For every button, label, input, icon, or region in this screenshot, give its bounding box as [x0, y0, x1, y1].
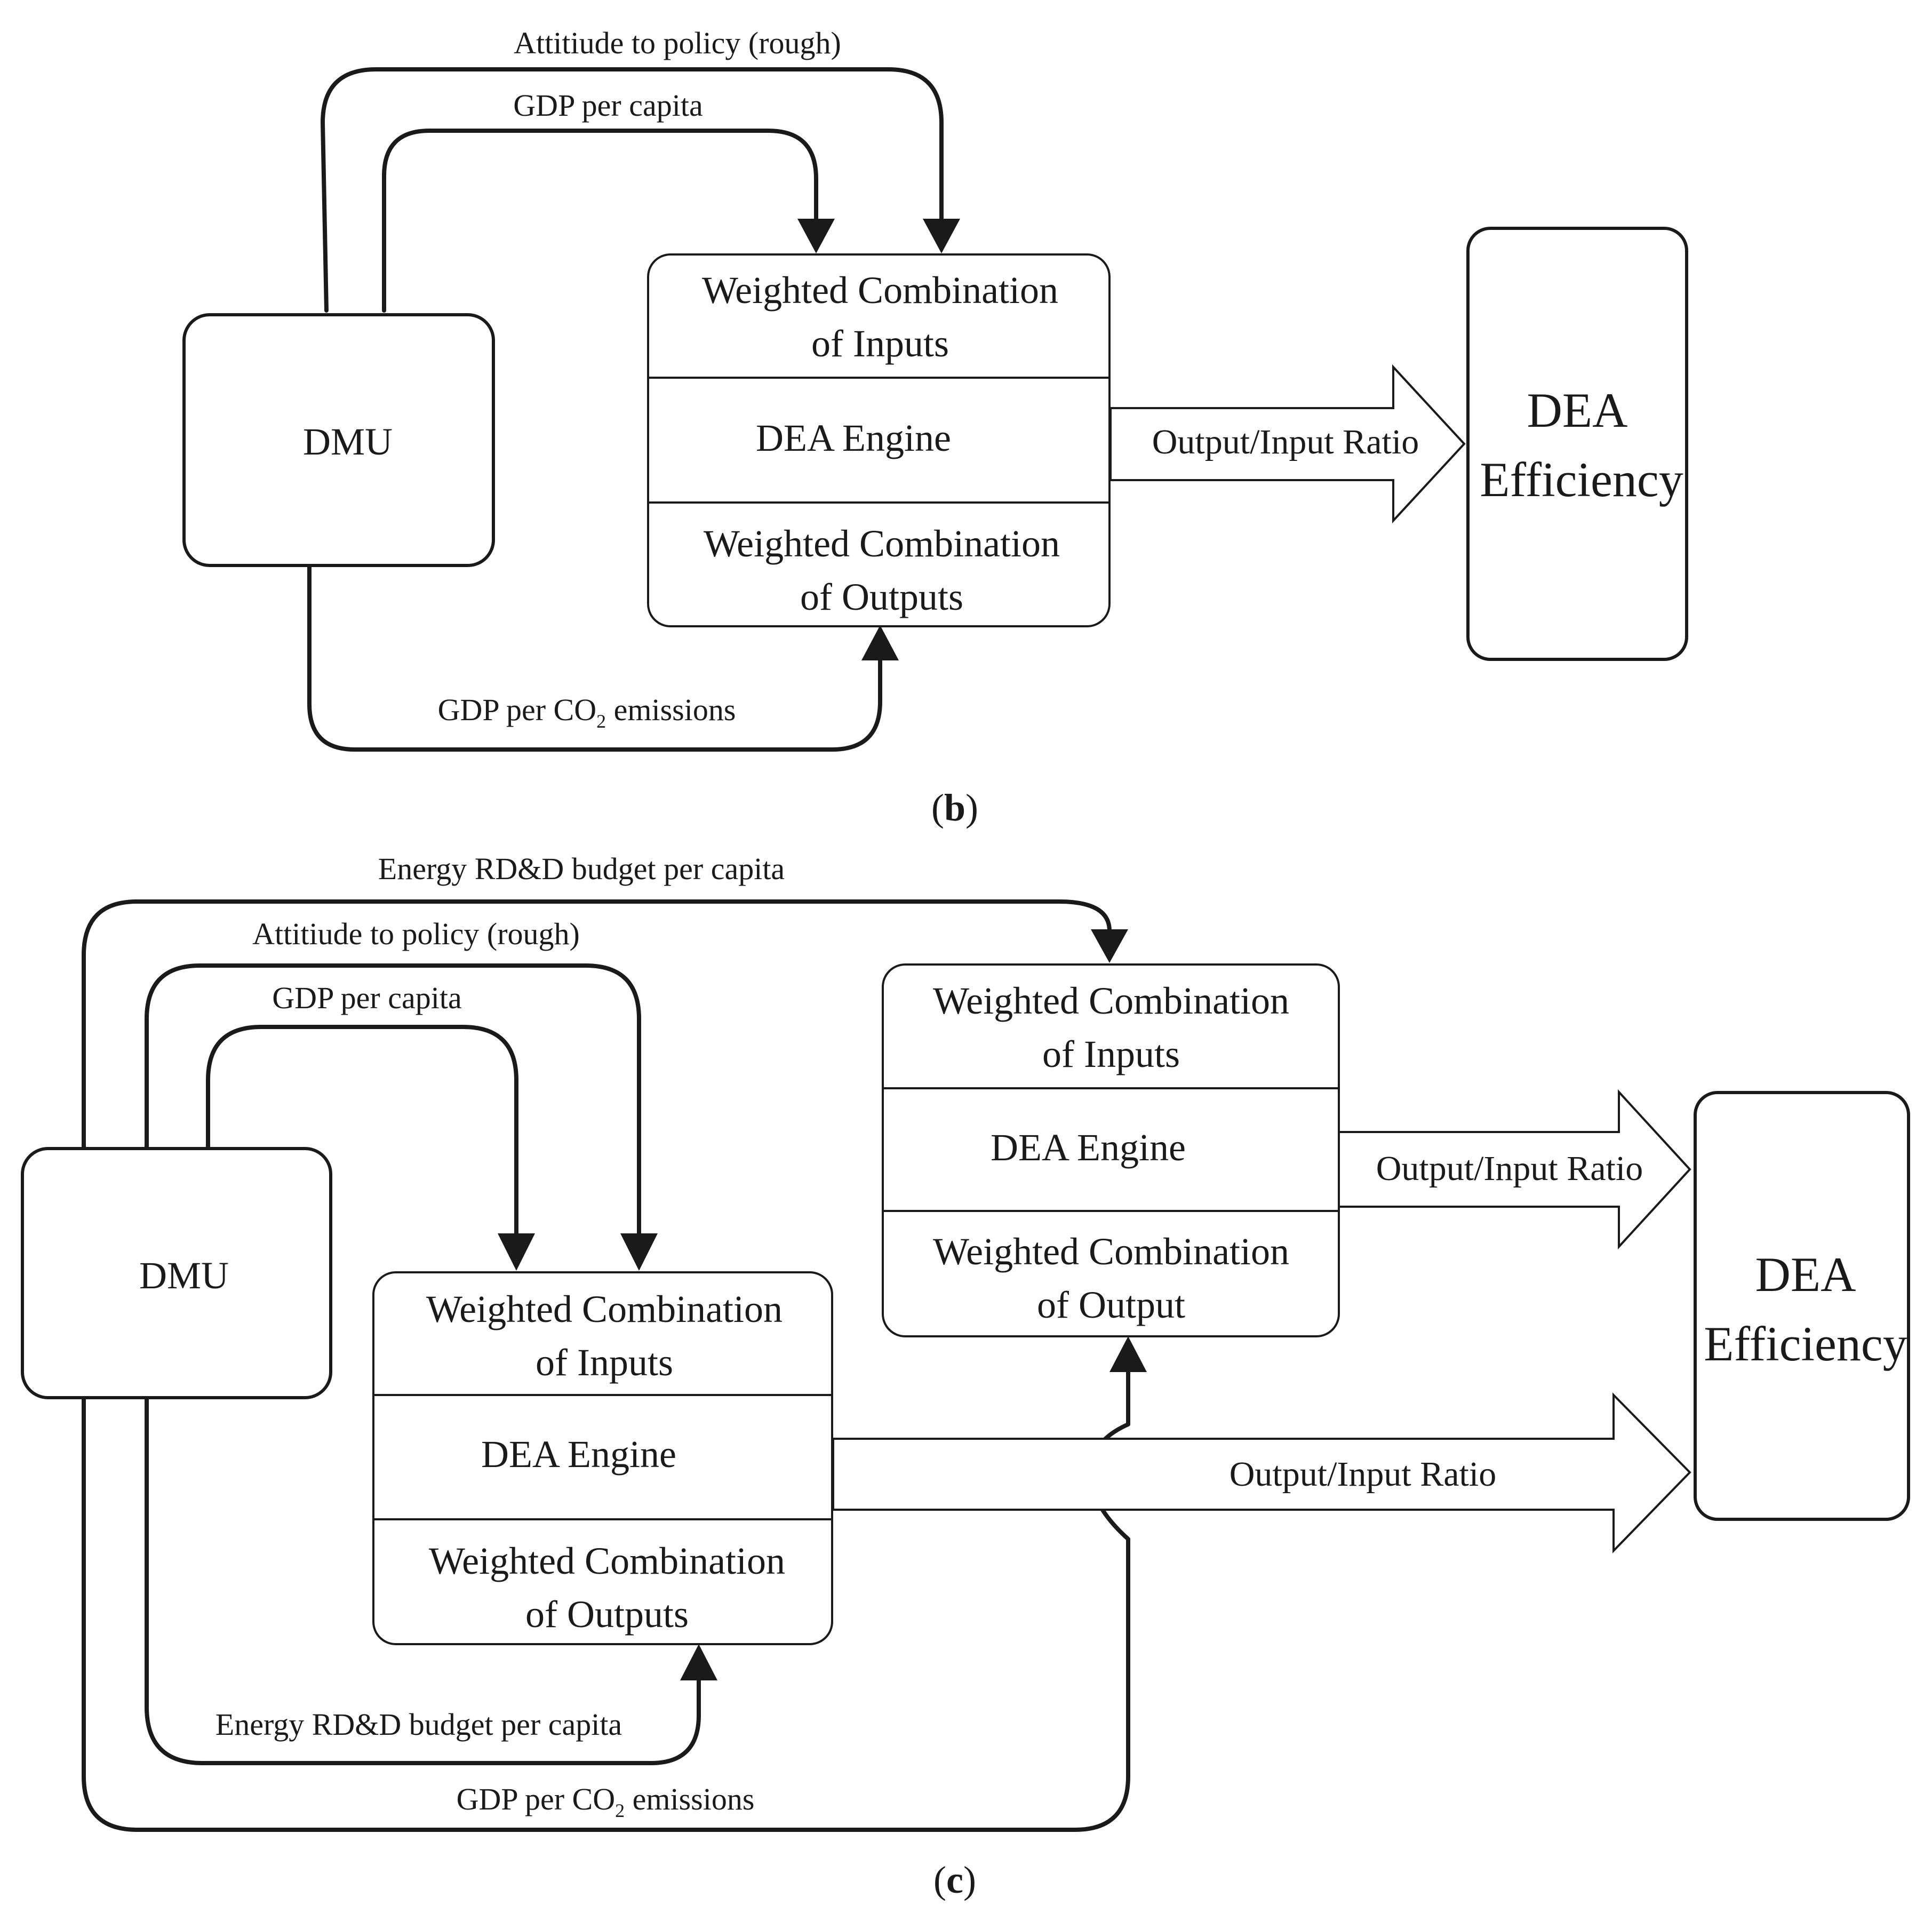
c-attitude-connector	[145, 963, 641, 1240]
c-efficiency-line2: Efficiency	[1704, 1317, 1907, 1371]
b-engine-inputs-line2: of Inputs	[811, 322, 949, 365]
c-ratio-label-1: Output/Input Ratio	[1230, 1455, 1496, 1494]
c-efficiency-box	[1694, 1091, 1910, 1521]
b-efficiency-box	[1466, 227, 1688, 661]
b-gdpco2-arrowhead	[861, 625, 899, 660]
b-gdp-label: GDP per capita	[513, 88, 702, 123]
b-engine-outputs-line1: Weighted Combination	[704, 522, 1060, 565]
c-attitude-label: Attitiude to policy (rough)	[252, 916, 580, 951]
b-attitude-connector	[321, 67, 944, 313]
b-efficiency-line1: DEA	[1527, 383, 1627, 437]
b-gdp-arrowhead	[797, 219, 835, 253]
b-gdp-connector	[382, 129, 818, 313]
c-engine2-inputs-line2: of Inputs	[1042, 1033, 1180, 1075]
c-dmu-box	[21, 1147, 332, 1399]
b-engine-label: DEA Engine	[756, 417, 951, 459]
c-gdp-label: GDP per capita	[272, 981, 461, 1015]
b-engine-outputs-line2: of Outputs	[800, 576, 963, 618]
panel-c: DMU Output/Input Ratio Weighted Combinat…	[21, 851, 1910, 1901]
c-dmu-label: DMU	[139, 1254, 229, 1297]
c-energy-top-connector	[82, 899, 1112, 1149]
c-engine1-inputs-line2: of Inputs	[536, 1341, 673, 1384]
c-ratio-arrow-1	[832, 1392, 1691, 1553]
c-gdpco2-arrowhead	[1109, 1336, 1147, 1372]
b-gdpco2-label: GDP per CO2 emissions	[438, 692, 736, 732]
c-caption: (c)	[933, 1859, 976, 1901]
b-dmu-label: DMU	[303, 420, 393, 463]
b-engine-inputs-line1: Weighted Combination	[702, 269, 1058, 312]
c-energy-top-arrowhead	[1091, 929, 1128, 963]
b-attitude-arrowhead	[923, 219, 960, 253]
panel-b: DMU Weighted Combination of Inputs DEA E…	[182, 26, 1688, 829]
b-attitude-label: Attitiude to policy (rough)	[514, 26, 841, 60]
c-gdpco2-label: GDP per CO2 emissions	[457, 1782, 755, 1821]
c-ratio-label-2: Output/Input Ratio	[1376, 1149, 1643, 1188]
c-engine1-inputs-line1: Weighted Combination	[426, 1288, 783, 1330]
b-dmu-box	[182, 313, 495, 567]
c-engine1-outputs-line1: Weighted Combination	[429, 1540, 785, 1582]
c-attitude-arrowhead	[620, 1233, 658, 1271]
c-engine1-label: DEA Engine	[481, 1433, 676, 1476]
c-engine1-outputs-line2: of Outputs	[525, 1593, 689, 1636]
c-gdp-arrowhead	[498, 1233, 535, 1271]
b-ratio-arrow	[1109, 364, 1466, 524]
b-efficiency-line2: Efficiency	[1480, 452, 1683, 507]
b-gdpco2-connector	[307, 564, 882, 752]
b-caption: (b)	[931, 786, 978, 829]
c-efficiency-line1: DEA	[1755, 1247, 1856, 1302]
c-engine2-inputs-line1: Weighted Combination	[933, 979, 1289, 1022]
c-energy-bottom-arrowhead	[680, 1644, 717, 1680]
c-engine2-box	[882, 963, 1340, 1337]
c-engine2-outputs-line2: of Output	[1037, 1284, 1185, 1326]
c-engine2-outputs-line1: Weighted Combination	[933, 1230, 1289, 1273]
c-energy-bottom-label: Energy RD&D budget per capita	[215, 1707, 622, 1742]
c-energy-top-label: Energy RD&D budget per capita	[378, 851, 785, 886]
c-engine2-label: DEA Engine	[991, 1126, 1186, 1169]
c-gdp-connector	[206, 1025, 518, 1240]
c-engine1-box	[372, 1271, 833, 1645]
b-ratio-label: Output/Input Ratio	[1152, 423, 1419, 461]
c-ratio-arrow-2	[1338, 1089, 1691, 1250]
c-energy-bottom-connector	[145, 1397, 701, 1765]
